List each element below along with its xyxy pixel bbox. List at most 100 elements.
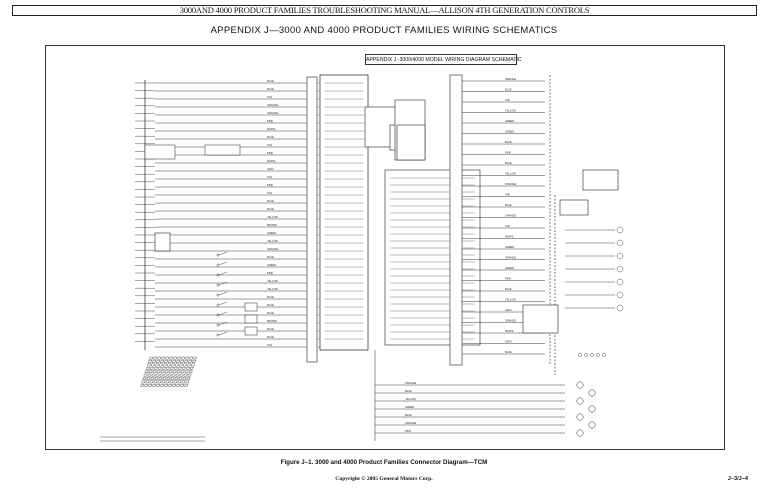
sensor xyxy=(616,304,624,312)
switch-arm xyxy=(218,261,228,266)
header-text: 3000AND 4000 PRODUCT FAMILIES TROUBLESHO… xyxy=(179,5,590,15)
pad-cell xyxy=(178,377,183,380)
switch-contact xyxy=(216,283,220,287)
wire-color-label: BLUE xyxy=(505,287,512,291)
wire-color-label: TAN xyxy=(505,193,510,197)
pad-cell xyxy=(167,360,172,363)
pad-cell xyxy=(145,367,150,370)
wire-color-label: ORANGE xyxy=(405,381,417,385)
pad-cell xyxy=(169,356,174,360)
wire-color-label: GREEN xyxy=(505,119,514,123)
wire-color-label: BLUE xyxy=(267,199,274,203)
wire-color-label: ORANGE xyxy=(505,214,517,218)
wire-color-label: BLUE xyxy=(405,413,412,417)
pad-cell xyxy=(170,363,175,367)
switch-contact xyxy=(216,303,220,307)
tcm-connector-left xyxy=(306,76,318,363)
pad-cell xyxy=(149,367,154,370)
pad-cell xyxy=(160,384,165,387)
tcm-block xyxy=(319,74,369,351)
tcm-connector-right xyxy=(449,74,463,366)
pad-cell xyxy=(189,356,194,360)
pad-cell xyxy=(186,363,191,367)
pad-cell xyxy=(181,367,186,370)
wire-color-label: YELLOW xyxy=(267,215,278,219)
switch-contact xyxy=(216,323,220,327)
wiring-schematic: BLUEBLUETANORANGEORANGEPINKWHITEBLUETANP… xyxy=(100,74,624,442)
device-box xyxy=(522,304,559,334)
pad-cell xyxy=(157,356,162,360)
switch-arm xyxy=(218,291,228,296)
pad-cell xyxy=(149,356,154,360)
pad-cell xyxy=(141,380,146,384)
wire-color-label: BLUE xyxy=(267,255,274,259)
sensor xyxy=(616,291,624,299)
pad-cell xyxy=(173,367,178,370)
switch-contact xyxy=(216,253,220,257)
wire-color-label: BLUE xyxy=(267,207,274,211)
pad-cell xyxy=(174,363,179,367)
pad-cell xyxy=(150,363,155,367)
pad-cell xyxy=(172,384,177,387)
pad-cell xyxy=(166,363,171,367)
solenoid xyxy=(576,413,584,421)
pad-cell xyxy=(175,360,180,363)
wire-color-label: GRAY xyxy=(505,308,512,312)
wire-color-label: ORANGE xyxy=(505,182,517,186)
pad-cell xyxy=(152,384,157,387)
pad-cell xyxy=(150,377,155,380)
wire-color-label: YELLOW xyxy=(405,397,416,401)
pad-cell xyxy=(146,377,151,380)
device-box xyxy=(582,169,619,191)
pad-cell xyxy=(190,363,195,367)
wire-color-label: BLUE xyxy=(505,140,512,144)
connector-pin xyxy=(584,353,588,357)
note-box xyxy=(204,144,241,156)
solenoid xyxy=(588,405,596,413)
pad-cell xyxy=(176,370,181,373)
pad-cell xyxy=(159,360,164,363)
pad-cell xyxy=(187,360,192,363)
pad-cell xyxy=(177,380,182,384)
sensor xyxy=(616,265,624,273)
figure-caption: Figure J–1. 3000 and 4000 Product Famili… xyxy=(280,459,488,466)
wire-color-label: BLUE xyxy=(405,389,412,393)
pad-cell xyxy=(156,384,161,387)
pad-cell xyxy=(143,373,148,377)
pad-cell xyxy=(149,380,154,384)
pad-cell xyxy=(182,363,187,367)
pad-cell xyxy=(148,370,153,373)
wire-color-label: WHITE xyxy=(267,127,276,131)
wire-color-label: BLUE xyxy=(505,350,512,354)
pad-cell xyxy=(185,367,190,370)
center-connector xyxy=(384,169,481,346)
pad-cell xyxy=(187,373,192,377)
wire-color-label: YELLOW xyxy=(267,279,278,283)
wire-color-label: ORANGE xyxy=(267,247,279,251)
pad-cell xyxy=(147,373,152,377)
pad-cell xyxy=(165,380,170,384)
pad-cell xyxy=(184,384,189,387)
pad-cell xyxy=(164,370,169,373)
pad-cell xyxy=(144,370,149,373)
wire-color-label: TAN xyxy=(267,343,272,347)
pad-cell xyxy=(180,370,185,373)
wire-color-label: ORANGE xyxy=(267,103,279,107)
connector-pin xyxy=(596,353,600,357)
pad-cell xyxy=(159,373,164,377)
wire-color-label: BLUE xyxy=(505,203,512,207)
pad-cell xyxy=(189,367,194,370)
pad-cell xyxy=(145,380,150,384)
switch-contact xyxy=(216,293,220,297)
pad-cell xyxy=(168,370,173,373)
pad-cell xyxy=(174,377,179,380)
connector-pin xyxy=(578,353,582,357)
pad-cell xyxy=(175,373,180,377)
module-d xyxy=(396,124,426,161)
wire-color-label: BLUE xyxy=(267,295,274,299)
switch-arm xyxy=(218,281,228,286)
wire-color-label: TAN xyxy=(267,191,272,195)
switch-arm xyxy=(218,271,228,276)
pad-cell xyxy=(170,377,175,380)
wire-color-label: GREEN xyxy=(505,266,514,270)
